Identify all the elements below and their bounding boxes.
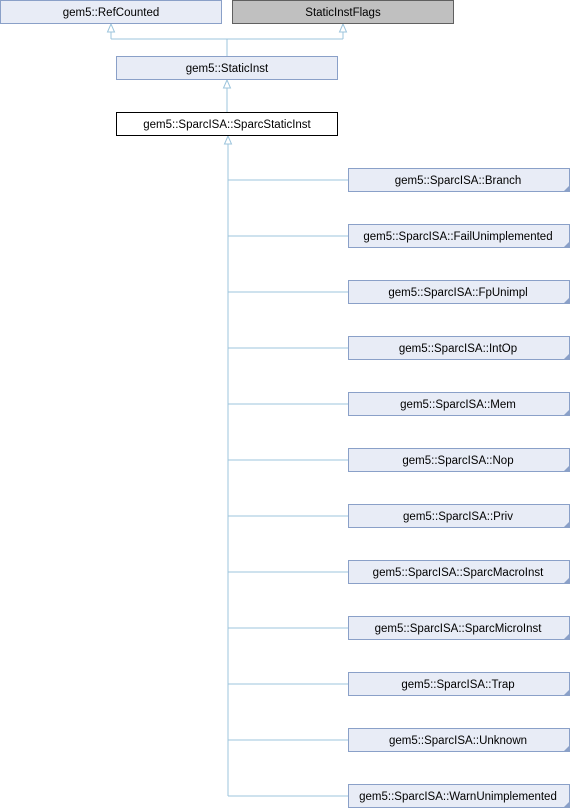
collapsed-marker-icon xyxy=(563,465,570,472)
node-label-refcounted: gem5::RefCounted xyxy=(63,7,160,19)
collapsed-marker-icon xyxy=(563,353,570,360)
node-child-3[interactable]: gem5::SparcISA::IntOp xyxy=(348,336,570,360)
node-sparcstaticinst: gem5::SparcISA::SparcStaticInst xyxy=(116,112,338,136)
node-child-1[interactable]: gem5::SparcISA::FailUnimplemented xyxy=(348,224,570,248)
collapsed-marker-icon xyxy=(563,521,570,528)
derived-classes: gem5::SparcISA::Branchgem5::SparcISA::Fa… xyxy=(348,168,570,808)
node-child-9[interactable]: gem5::SparcISA::Trap xyxy=(348,672,570,696)
node-child-label: gem5::SparcISA::WarnUnimplemented xyxy=(359,791,557,803)
node-child-5[interactable]: gem5::SparcISA::Nop xyxy=(348,448,570,472)
collapsed-marker-icon xyxy=(563,577,570,584)
node-label-staticinst: gem5::StaticInst xyxy=(186,63,269,75)
node-child-label: gem5::SparcISA::FpUnimpl xyxy=(388,287,527,299)
node-child-label: gem5::SparcISA::Branch xyxy=(395,175,522,187)
collapsed-marker-icon xyxy=(563,633,570,640)
collapsed-marker-icon xyxy=(563,409,570,416)
node-child-label: gem5::SparcISA::Mem xyxy=(400,399,516,411)
node-refcounted[interactable]: gem5::RefCounted xyxy=(0,0,222,24)
collapsed-marker-icon xyxy=(563,297,570,304)
node-child-0[interactable]: gem5::SparcISA::Branch xyxy=(348,168,570,192)
collapsed-marker-icon xyxy=(563,185,570,192)
node-child-label: gem5::SparcISA::Priv xyxy=(403,511,513,523)
node-child-label: gem5::SparcISA::FailUnimplemented xyxy=(363,231,552,243)
collapsed-marker-icon xyxy=(563,801,570,808)
arrow-sparcstaticinst xyxy=(223,134,233,145)
node-child-10[interactable]: gem5::SparcISA::Unknown xyxy=(348,728,570,752)
node-child-label: gem5::SparcISA::SparcMacroInst xyxy=(373,567,544,579)
node-label-staticinstflags: StaticInstFlags xyxy=(305,7,381,19)
node-staticinst[interactable]: gem5::StaticInst xyxy=(116,56,338,80)
arrow-staticinstflags xyxy=(338,22,348,33)
node-child-label: gem5::SparcISA::IntOp xyxy=(399,343,517,355)
node-child-label: gem5::SparcISA::Unknown xyxy=(389,735,527,747)
node-child-label: gem5::SparcISA::Trap xyxy=(401,679,514,691)
node-child-label: gem5::SparcISA::SparcMicroInst xyxy=(375,623,543,635)
node-child-7[interactable]: gem5::SparcISA::SparcMacroInst xyxy=(348,560,570,584)
node-child-8[interactable]: gem5::SparcISA::SparcMicroInst xyxy=(348,616,570,640)
node-child-4[interactable]: gem5::SparcISA::Mem xyxy=(348,392,570,416)
collapsed-marker-icon xyxy=(563,745,570,752)
node-child-11[interactable]: gem5::SparcISA::WarnUnimplemented xyxy=(348,784,570,808)
collapsed-marker-icon xyxy=(563,241,570,248)
node-child-6[interactable]: gem5::SparcISA::Priv xyxy=(348,504,570,528)
collapsed-marker-icon xyxy=(563,689,570,696)
node-child-label: gem5::SparcISA::Nop xyxy=(402,455,513,467)
inheritance-edges xyxy=(106,22,348,797)
node-label-sparcstaticinst: gem5::SparcISA::SparcStaticInst xyxy=(143,119,311,131)
arrow-refcounted xyxy=(106,22,116,33)
node-child-2[interactable]: gem5::SparcISA::FpUnimpl xyxy=(348,280,570,304)
arrow-staticinst xyxy=(222,78,232,89)
node-staticinstflags: StaticInstFlags xyxy=(232,0,454,24)
